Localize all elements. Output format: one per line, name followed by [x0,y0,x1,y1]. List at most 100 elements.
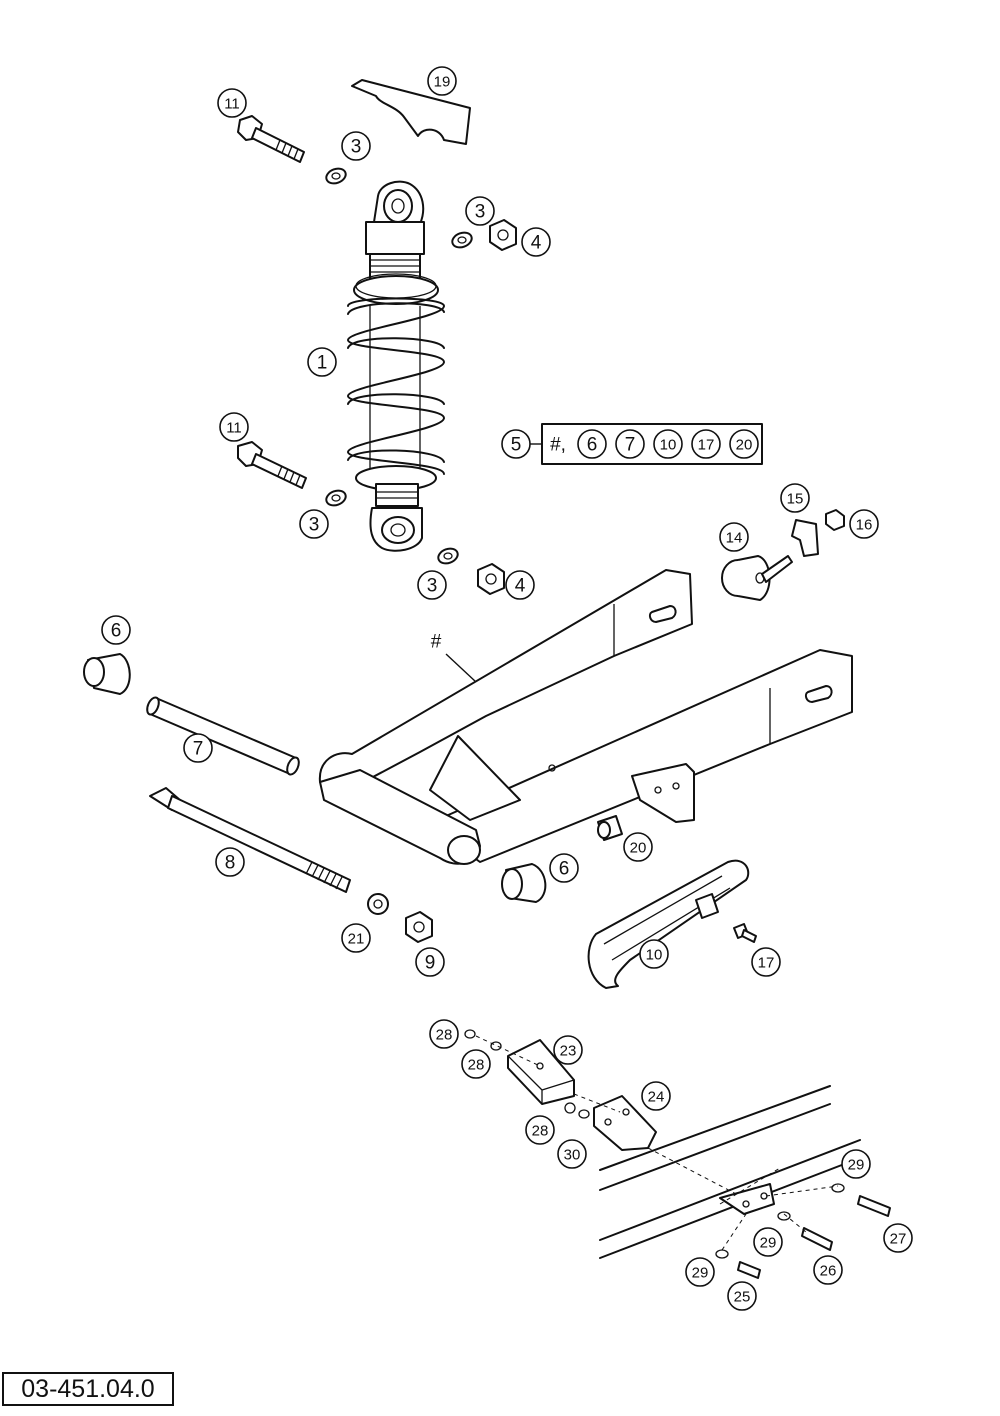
callout-c3d-label: 3 [427,576,438,597]
callout-c1-ring [307,347,337,377]
part-nut-9 [405,911,433,943]
part-bracket-15 [791,519,819,557]
callout-c3d-ring [417,570,447,600]
callout-c23: 23 [553,1035,583,1065]
part-screws-lower [737,1195,891,1279]
callout-c15-label: 15 [787,491,804,508]
part-washer-21 [367,893,389,915]
callout-c10: 10 [639,939,669,969]
callout-c28a: 28 [429,1019,459,1049]
part-bolt-upper [237,115,305,163]
part-washer-3d [437,547,459,565]
callout-c28b: 28 [461,1049,491,1079]
callout-c28b-label: 28 [468,1057,485,1074]
part-adjuster-plate [351,79,471,145]
kit-callout-member-3-label: 17 [698,437,715,454]
kit-callout-member-2-ring [653,429,683,459]
part-small-hardware [464,1029,845,1259]
kit-callout-member-0-ring [577,429,607,459]
part-screw-17 [733,923,757,943]
callout-c1-label: 1 [317,353,328,374]
callout-c29b-label: 29 [760,1235,777,1252]
callout-c3c: 3 [299,509,329,539]
part-pivot-tube [146,696,300,776]
part-washer-3c [325,489,347,507]
callout-c27-ring [883,1223,913,1253]
callout-c16-label: 16 [856,517,873,534]
callout-c3c-label: 3 [309,515,320,536]
callout-c11b-ring [219,412,249,442]
callout-c4a: 4 [521,227,551,257]
callout-c26: 26 [813,1255,843,1285]
callout-c3a-ring [341,131,371,161]
callout-c8-label: 8 [225,853,236,874]
callout-c7-ring [183,733,213,763]
part-swingarm [318,569,853,865]
callout-c17-label: 17 [758,955,775,972]
callout-c25: 25 [727,1281,757,1311]
callout-c3d: 3 [417,570,447,600]
callout-c28a-ring [429,1019,459,1049]
callout-c20: 20 [623,832,653,862]
callout-c24-label: 24 [648,1089,665,1106]
callout-c11b-label: 11 [226,420,242,437]
callout-c4b-label: 4 [515,576,526,597]
callout-c8-ring [215,847,245,877]
callout-c6a-label: 6 [111,621,122,642]
kit-callout-main-ring [501,429,531,459]
drawing-code: 03-451.04.0 [2,1372,174,1406]
callout-c21: 21 [341,923,371,953]
callout-c14-label: 14 [726,530,743,547]
callout-c29c-label: 29 [692,1265,709,1282]
callout-c3a-label: 3 [351,137,362,158]
callout-c28c: 28 [525,1115,555,1145]
callout-c29c: 29 [685,1257,715,1287]
callout-c4b: 4 [505,570,535,600]
part-chain-slider [587,859,750,989]
kit-callout-member-1-ring [615,429,645,459]
kit-callout-member-1-label: 7 [625,435,636,456]
callout-c9: 9 [415,947,445,977]
callout-c23-label: 23 [560,1043,577,1060]
kit-callout-member-4-ring [729,429,759,459]
part-shock-absorber [347,180,445,552]
callout-c19-label: 19 [434,74,451,91]
callout-c11a-label: 11 [224,96,240,113]
callout-c10-label: 10 [646,947,663,964]
callout-c29a-label: 29 [848,1157,865,1174]
callout-c21-ring [341,923,371,953]
callout-c23-ring [553,1035,583,1065]
kit-callout-member-2-label: 10 [660,437,677,454]
callout-c17: 17 [751,947,781,977]
callout-c26-label: 26 [820,1263,837,1280]
kit-callout-member-4: 20 [729,429,759,459]
callout-c11a-ring [217,88,247,118]
part-washer-3a [325,167,347,185]
callout-c3b-ring [465,196,495,226]
callout-c3c-ring [299,509,329,539]
callout-c28a-label: 28 [436,1027,453,1044]
callout-c8: 8 [215,847,245,877]
part-chain-roller [721,555,793,601]
callout-c3b-label: 3 [475,202,486,223]
callout-c28c-label: 28 [532,1123,549,1140]
part-bolt-lower [237,441,307,489]
callout-c30-ring [557,1139,587,1169]
callout-c9-ring [415,947,445,977]
part-nut-4b [477,563,505,595]
kit-callout-member-0-label: 6 [587,435,598,456]
callout-c3a: 3 [341,131,371,161]
part-bushing-6a [83,653,131,695]
part-frame-rails [599,1085,861,1259]
callout-c29b: 29 [753,1227,783,1257]
callout-c20-ring [623,832,653,862]
callout-c26-ring [813,1255,843,1285]
callout-c19-ring [427,66,457,96]
kit-callout-member-3-ring [691,429,721,459]
kit-hash-label: #, [550,435,566,456]
callout-c4a-ring [521,227,551,257]
callout-c30-label: 30 [564,1147,581,1164]
